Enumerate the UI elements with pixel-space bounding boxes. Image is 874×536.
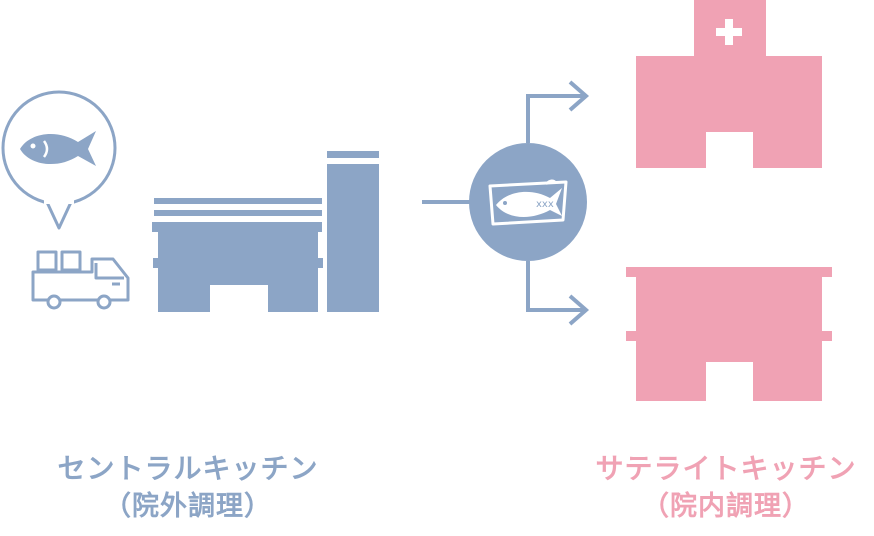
fish-icon <box>20 131 96 166</box>
central-kitchen-title: セントラルキッチン <box>57 452 319 485</box>
hospital-icon <box>636 0 822 168</box>
svg-text:xxx: xxx <box>536 199 554 210</box>
branch-arrows <box>526 80 590 326</box>
central-kitchen-label: セントラルキッチン （院外調理） <box>18 450 358 526</box>
packaged-fish-icon: xxx <box>469 143 587 261</box>
satellite-kitchen-title: サテライトキッチン <box>595 452 857 485</box>
central-kitchen-building-icon <box>152 151 379 312</box>
central-kitchen-subtitle: （院外調理） <box>104 491 272 522</box>
satellite-kitchen-subtitle: （院内調理） <box>642 491 810 522</box>
facility-building-icon <box>626 267 832 401</box>
satellite-kitchen-label: サテライトキッチン （院内調理） <box>556 450 874 526</box>
delivery-truck-icon <box>31 250 130 310</box>
